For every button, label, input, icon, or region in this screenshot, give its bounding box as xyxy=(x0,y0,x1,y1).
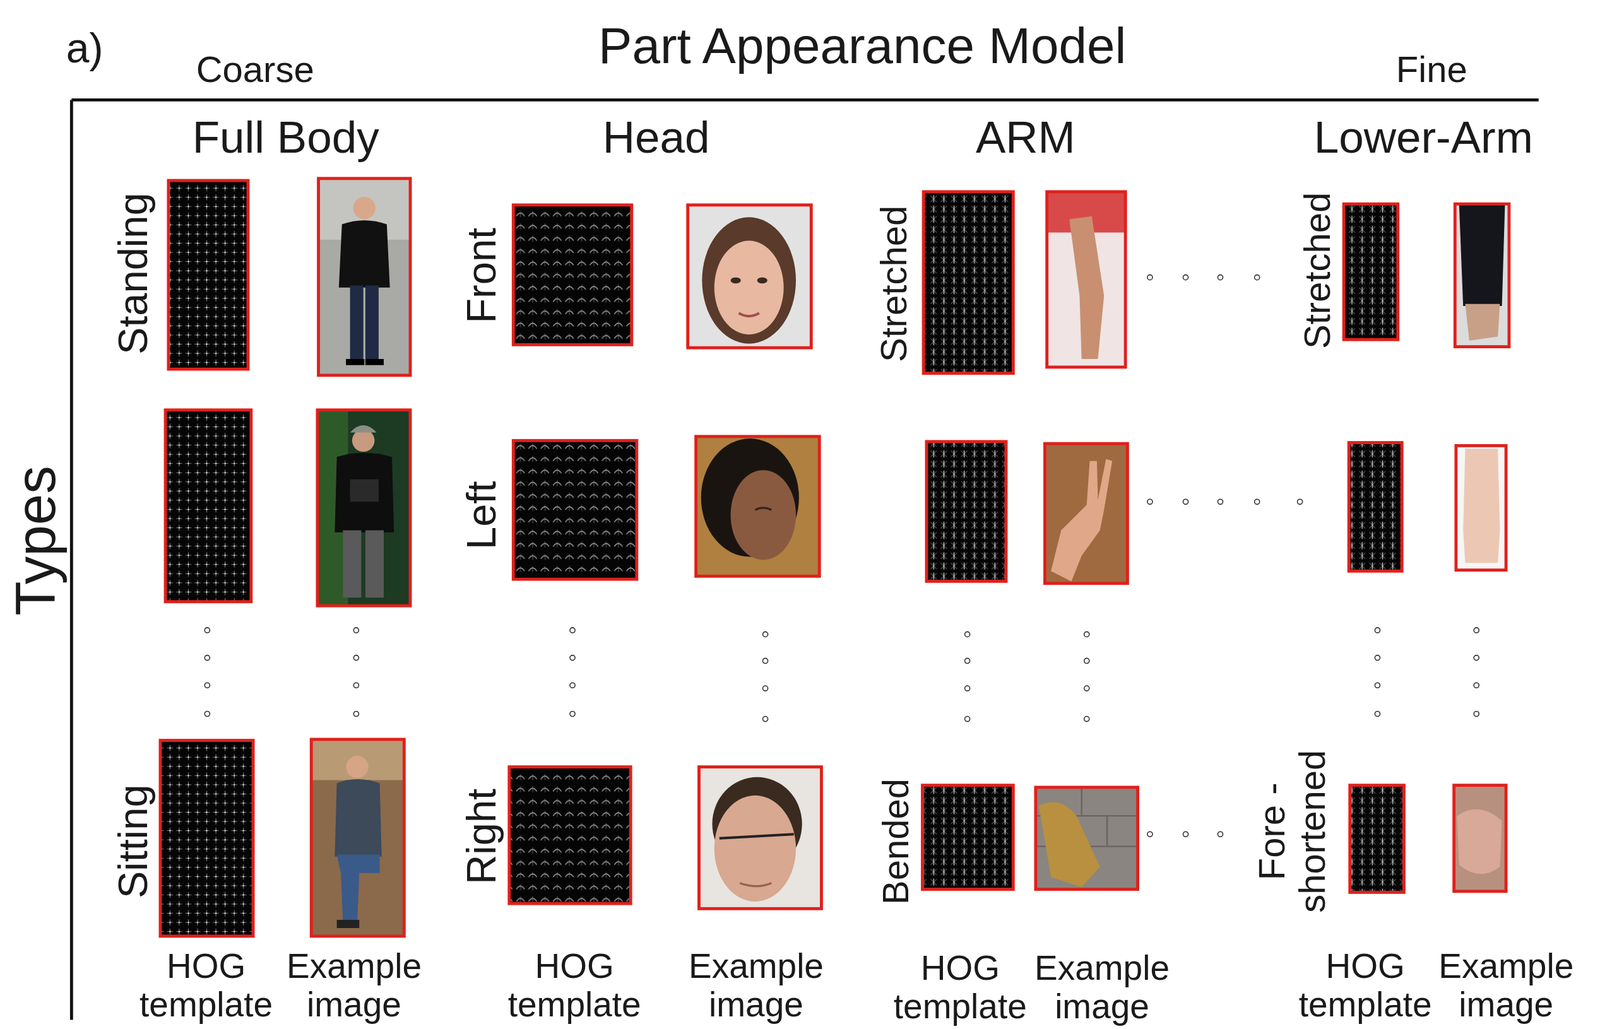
axis-label: Types xyxy=(5,465,67,616)
example-image xyxy=(687,205,812,348)
column-footer: Example image xyxy=(1427,947,1585,1024)
column-footer: Example image xyxy=(677,947,836,1024)
scale-label: Fine xyxy=(1396,49,1468,90)
column-header: ARM xyxy=(975,112,1076,163)
example-image xyxy=(318,178,411,376)
column-footer: Example image xyxy=(1023,949,1181,1026)
panel-letter: a) xyxy=(66,25,104,72)
column-header: Head xyxy=(602,112,711,163)
type-label: Fore -shortened xyxy=(1251,727,1333,937)
example-image xyxy=(317,410,411,606)
column-header: Full Body xyxy=(192,112,380,163)
ellipsis-dots xyxy=(204,275,1479,838)
example-image xyxy=(698,767,822,910)
hog-template xyxy=(922,191,1014,890)
column-footer: Example image xyxy=(275,947,433,1024)
column-footer: HOG template xyxy=(127,947,286,1024)
example-image xyxy=(1047,191,1126,368)
hog-template xyxy=(1343,203,1404,893)
column-footer: HOG template xyxy=(1286,947,1445,1024)
example-image xyxy=(1454,785,1506,892)
type-label: Stretched xyxy=(873,205,914,362)
type-label: Right xyxy=(458,788,505,885)
example-image xyxy=(1456,445,1506,570)
type-label: Bended xyxy=(876,778,917,906)
example-image xyxy=(311,739,404,937)
scale-label: Coarse xyxy=(196,49,315,90)
type-label: Sitting xyxy=(109,784,156,899)
hog-template xyxy=(509,205,637,904)
left-rule xyxy=(70,99,74,1020)
type-label: Stretched xyxy=(1297,191,1338,349)
diagram-title: Part Appearance Model xyxy=(598,18,1126,74)
type-label: Left xyxy=(458,480,505,550)
column-footer: HOG template xyxy=(881,949,1039,1026)
hog-template xyxy=(160,180,254,937)
type-label: Front xyxy=(458,227,505,324)
column-header: Lower-Arm xyxy=(1314,112,1534,163)
type-label: Standing xyxy=(109,192,156,355)
example-image xyxy=(1035,787,1138,890)
example-image xyxy=(1044,443,1128,584)
example-image xyxy=(696,436,820,577)
example-image xyxy=(1454,203,1510,347)
column-footer: HOG template xyxy=(495,947,654,1024)
top-rule xyxy=(71,98,1539,102)
